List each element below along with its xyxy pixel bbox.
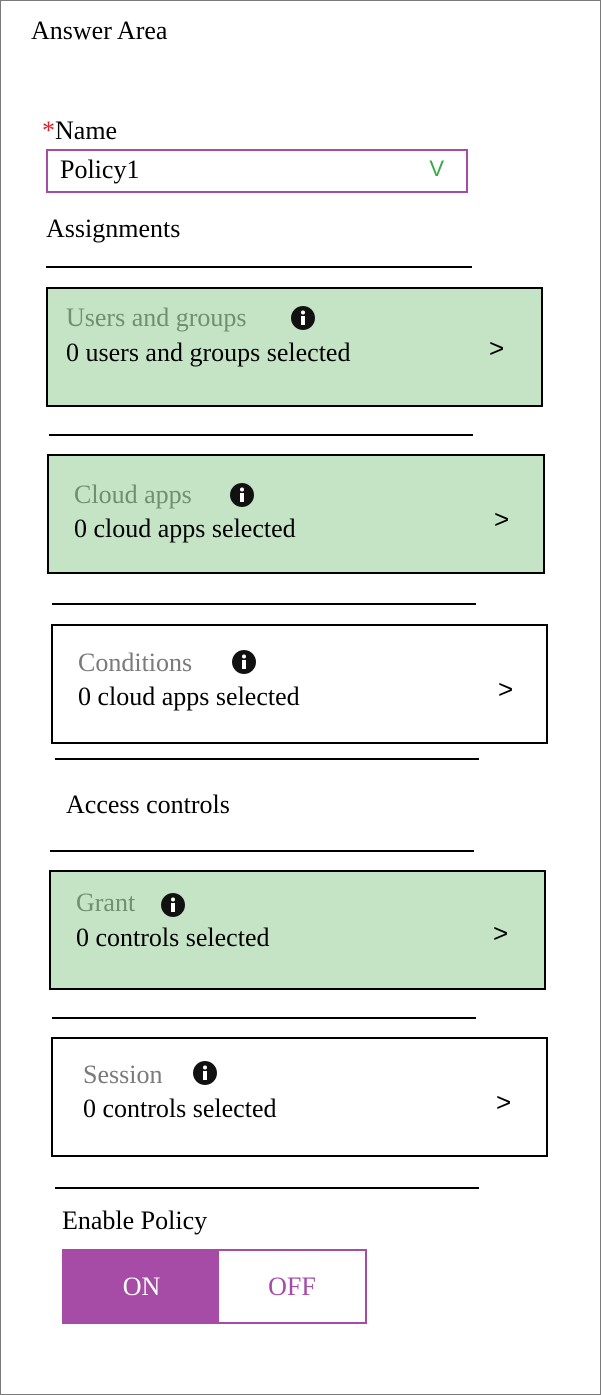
divider	[52, 603, 476, 605]
cloud-apps-card[interactable]: Cloud apps 0 cloud apps selected >	[47, 454, 545, 574]
divider	[46, 266, 472, 268]
session-card[interactable]: Session 0 controls selected >	[51, 1037, 548, 1157]
card-title: Session	[83, 1060, 163, 1089]
info-icon[interactable]	[232, 650, 256, 674]
chevron-right-icon[interactable]: >	[496, 1087, 512, 1117]
access-controls-heading: Access controls	[66, 790, 230, 819]
chevron-right-icon[interactable]: >	[489, 333, 505, 363]
chevron-right-icon[interactable]: >	[493, 918, 509, 948]
card-title: Cloud apps	[74, 480, 192, 509]
card-title: Grant	[76, 888, 136, 917]
enable-policy-label: Enable Policy	[62, 1206, 208, 1235]
name-dropdown-value: Policy1	[60, 155, 140, 184]
chevron-right-icon[interactable]: >	[498, 674, 514, 704]
divider	[55, 758, 479, 760]
info-icon[interactable]	[291, 306, 315, 330]
toggle-off-button[interactable]: OFF	[219, 1251, 365, 1322]
info-icon[interactable]	[193, 1061, 217, 1085]
name-label: *Name	[42, 116, 117, 146]
card-subtitle: 0 controls selected	[83, 1094, 277, 1123]
enable-policy-toggle[interactable]: ON OFF	[62, 1249, 367, 1324]
chevron-down-icon[interactable]: V	[429, 156, 444, 181]
card-subtitle: 0 controls selected	[76, 923, 270, 952]
card-subtitle: 0 cloud apps selected	[74, 514, 296, 543]
divider	[55, 1187, 479, 1189]
divider	[49, 434, 473, 436]
card-title: Users and groups	[66, 303, 247, 332]
card-subtitle: 0 users and groups selected	[66, 338, 351, 367]
info-icon[interactable]	[161, 893, 185, 917]
conditions-card[interactable]: Conditions 0 cloud apps selected >	[51, 624, 548, 744]
info-icon[interactable]	[230, 483, 254, 507]
assignments-heading: Assignments	[46, 214, 181, 243]
chevron-right-icon[interactable]: >	[494, 504, 510, 534]
required-mark: *	[42, 116, 55, 145]
name-dropdown[interactable]: Policy1 V	[46, 149, 468, 193]
card-title: Conditions	[78, 648, 193, 677]
divider	[50, 850, 474, 852]
grant-card[interactable]: Grant 0 controls selected >	[49, 870, 546, 990]
name-label-text: Name	[55, 116, 118, 145]
card-subtitle: 0 cloud apps selected	[78, 682, 300, 711]
users-and-groups-card[interactable]: Users and groups 0 users and groups sele…	[46, 287, 543, 407]
toggle-on-button[interactable]: ON	[64, 1251, 219, 1322]
divider	[52, 1017, 476, 1019]
answer-area-title: Answer Area	[31, 16, 168, 45]
